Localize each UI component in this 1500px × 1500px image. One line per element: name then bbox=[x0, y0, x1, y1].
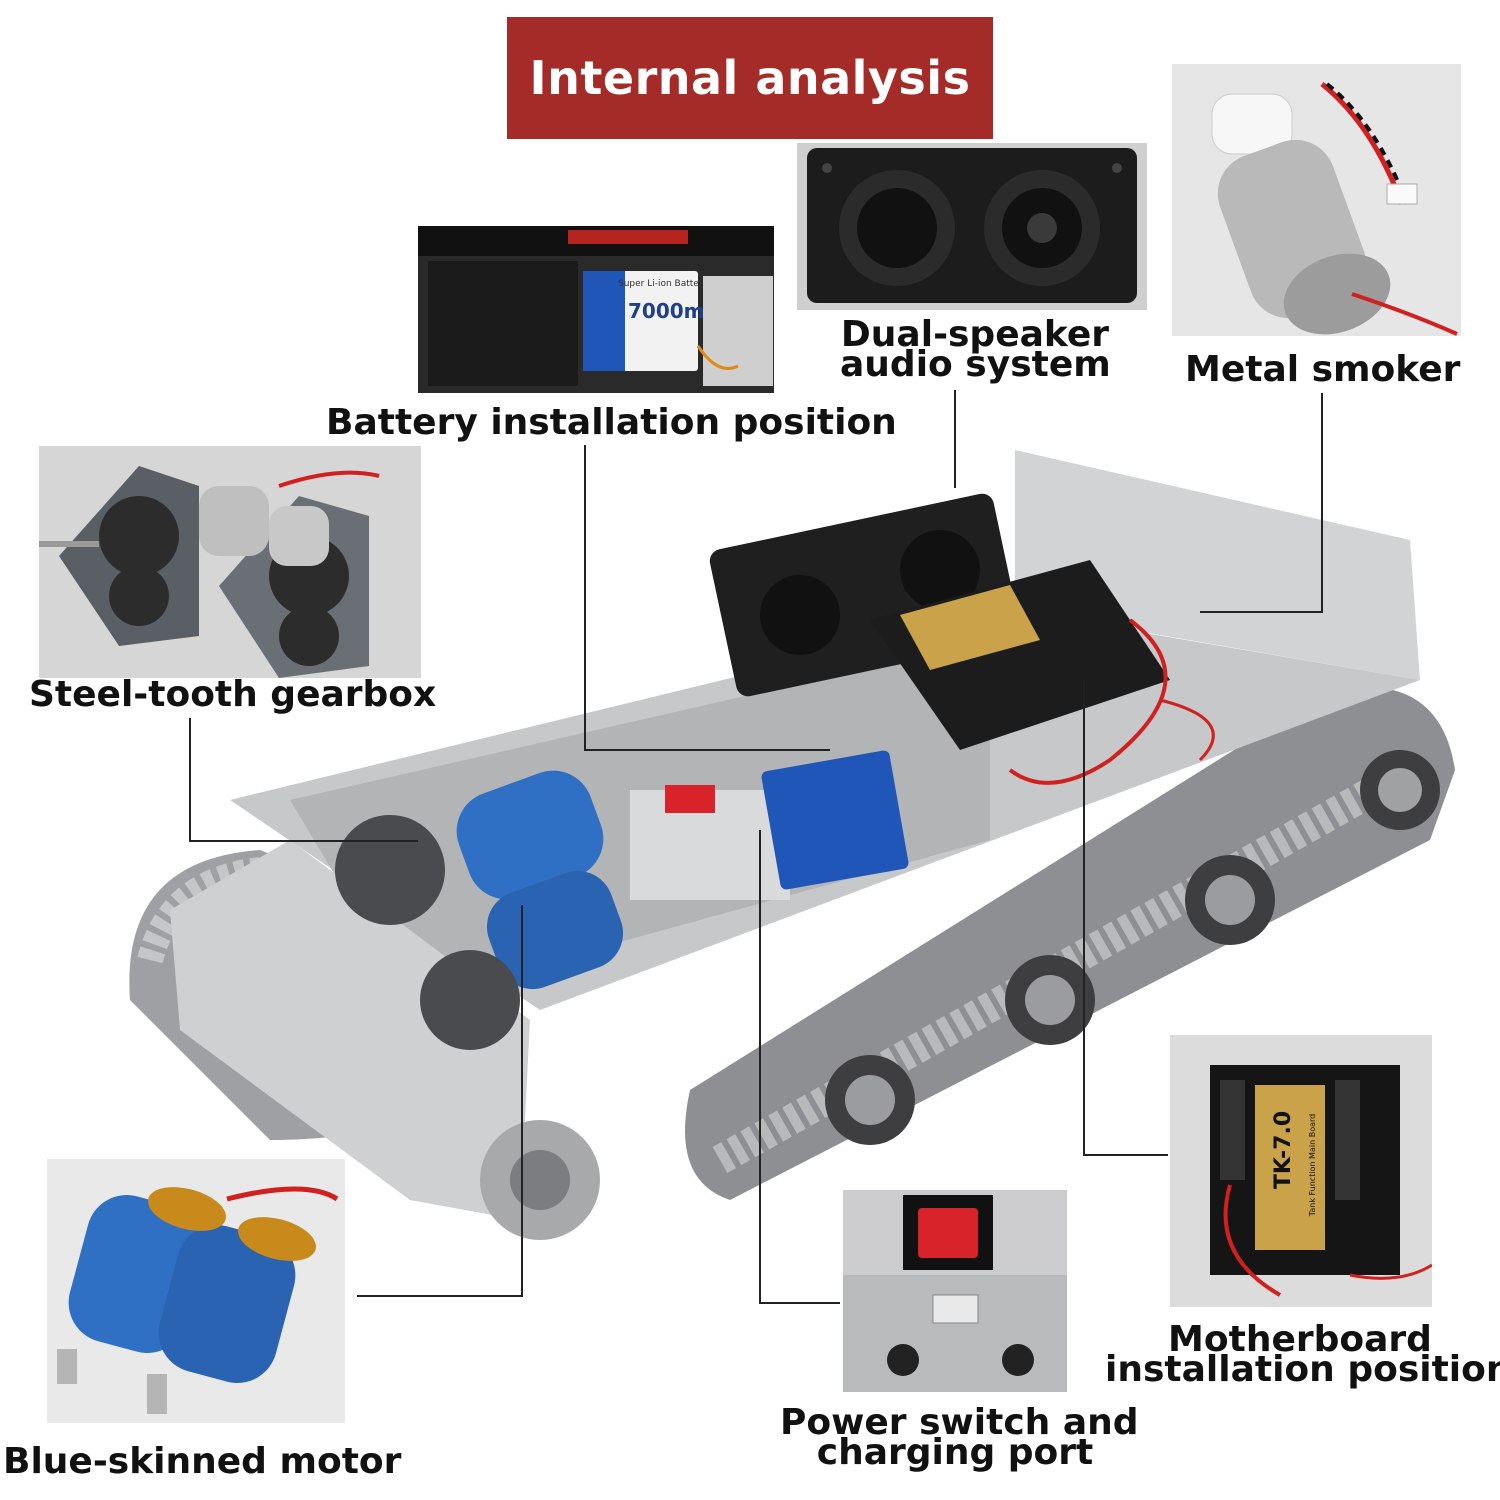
battery-photo: Super Li-ion Battery 7000mAh bbox=[418, 226, 774, 393]
switch-label-line1: Power switch and bbox=[780, 1402, 1139, 1443]
gearbox-photo bbox=[39, 446, 421, 678]
speaker-label-line1: Dual-speaker bbox=[840, 314, 1110, 355]
title-banner: Internal analysis bbox=[507, 17, 993, 139]
switch-label-line2: charging port bbox=[816, 1432, 1094, 1473]
svg-text:Super Li-ion Battery: Super Li-ion Battery bbox=[618, 279, 709, 289]
mainboard-label-line1: Motherboard bbox=[1168, 1319, 1432, 1360]
motor-photo bbox=[47, 1159, 345, 1423]
svg-text:TK-7.0: TK-7.0 bbox=[1271, 1111, 1296, 1189]
switch-photo bbox=[843, 1190, 1067, 1392]
motor-label: Blue-skinned motor bbox=[3, 1441, 402, 1482]
mainboard-label: Motherboard installation position bbox=[1105, 1319, 1500, 1390]
svg-text:Tank Function Main Board: Tank Function Main Board bbox=[1308, 1114, 1317, 1217]
speaker-label: Dual-speaker audio system bbox=[840, 314, 1111, 385]
page-title: Internal analysis bbox=[529, 51, 971, 105]
speaker-label-line2: audio system bbox=[840, 344, 1111, 385]
mainboard-label-line2: installation position bbox=[1105, 1349, 1500, 1390]
mainboard-photo: TK-7.0 Tank Function Main Board bbox=[1170, 1035, 1432, 1307]
battery-label: Battery installation position bbox=[326, 402, 897, 443]
switch-label: Power switch and charging port bbox=[780, 1402, 1139, 1473]
speaker-photo bbox=[797, 143, 1147, 310]
smoker-label: Metal smoker bbox=[1185, 349, 1461, 390]
gearbox-label: Steel-tooth gearbox bbox=[29, 674, 437, 715]
smoker-photo bbox=[1172, 64, 1461, 336]
